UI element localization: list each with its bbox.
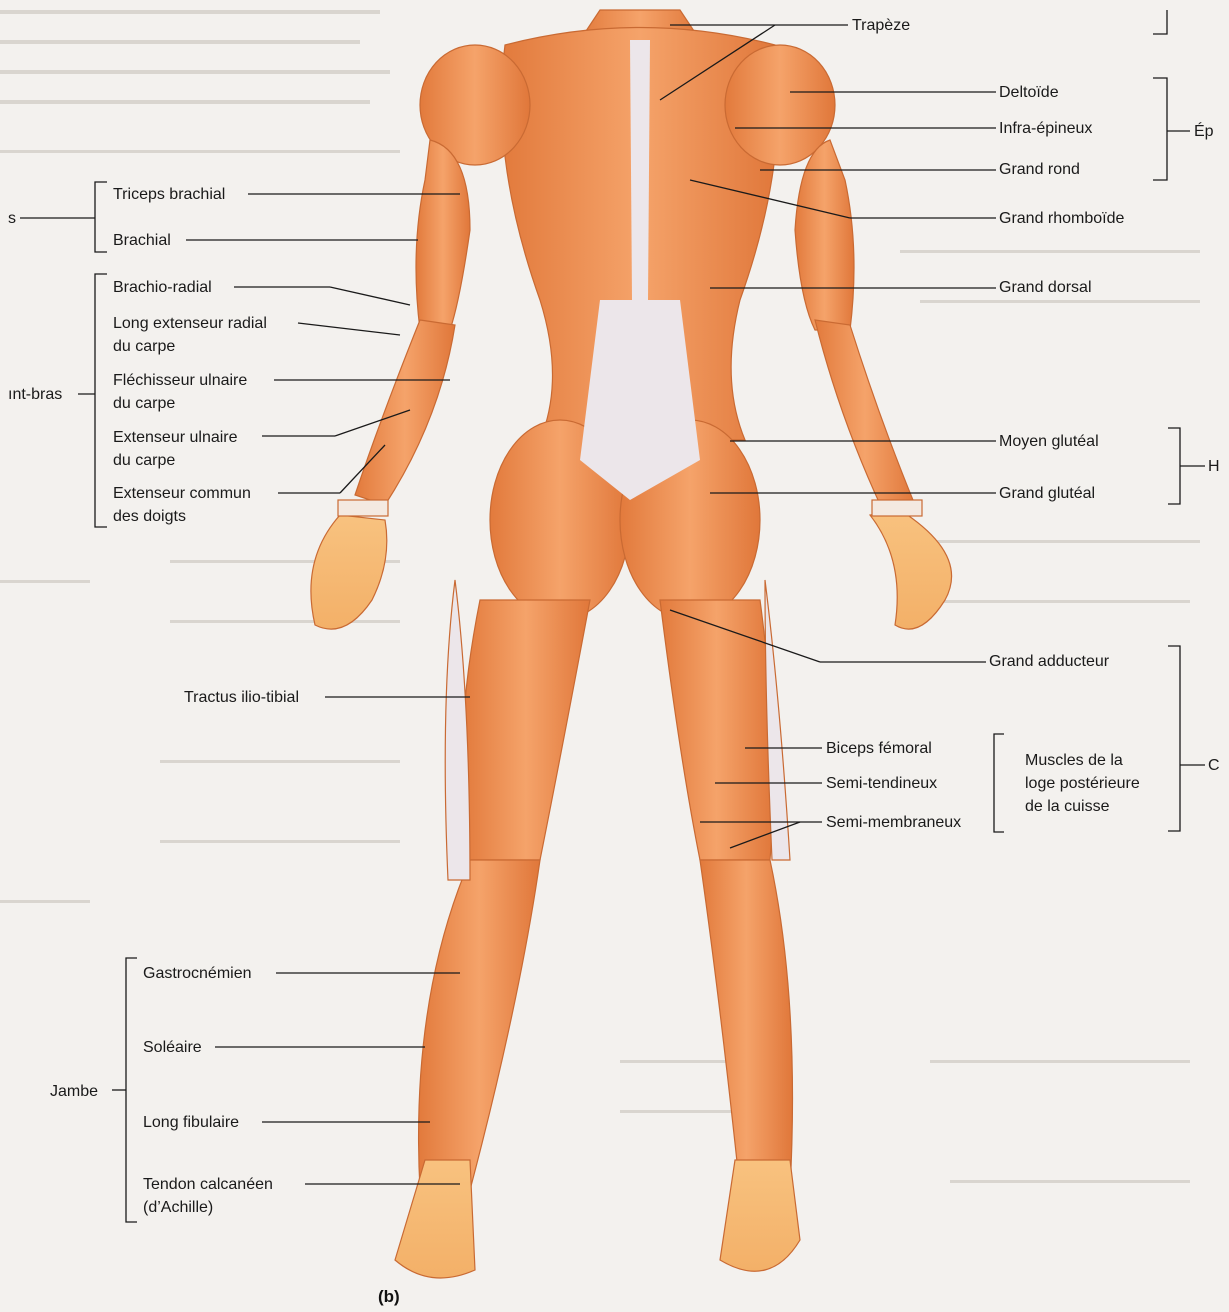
figure-tag: (b): [378, 1287, 400, 1307]
label-ext-ulnaire-2: du carpe: [113, 449, 175, 472]
group-cuisse: C: [1208, 754, 1220, 777]
label-tendon-1: Tendon calcanéen: [143, 1173, 273, 1196]
label-long-fibulaire: Long fibulaire: [143, 1111, 239, 1134]
label-loge-line2: loge postérieure: [1025, 772, 1140, 795]
group-jambe: Jambe: [50, 1080, 98, 1103]
label-trapeze: Trapèze: [852, 14, 910, 37]
label-ext-commun-1: Extenseur commun: [113, 482, 251, 505]
label-moyen-gluteal: Moyen glutéal: [999, 430, 1099, 453]
label-brachio-radial: Brachio-radial: [113, 276, 212, 299]
label-semi-membraneux: Semi-membraneux: [826, 811, 961, 834]
group-hanche: H: [1208, 455, 1220, 478]
group-avant-bras: ınt-bras: [8, 383, 62, 406]
label-flechisseur-2: du carpe: [113, 392, 175, 415]
group-bras: s: [8, 207, 16, 230]
label-tractus: Tractus ilio-tibial: [184, 686, 299, 709]
label-flechisseur-1: Fléchisseur ulnaire: [113, 369, 247, 392]
label-tendon-2: (d’Achille): [143, 1196, 213, 1219]
label-grand-dorsal: Grand dorsal: [999, 276, 1092, 299]
label-grand-rond: Grand rond: [999, 158, 1080, 181]
label-grand-gluteal: Grand glutéal: [999, 482, 1095, 505]
label-deltoide: Deltoïde: [999, 81, 1059, 104]
label-triceps-brachial: Triceps brachial: [113, 183, 225, 206]
label-loge-line3: de la cuisse: [1025, 795, 1110, 818]
label-grand-adducteur: Grand adducteur: [989, 650, 1109, 673]
label-long-extenseur-2: du carpe: [113, 335, 175, 358]
label-loge-line1: Muscles de la: [1025, 749, 1123, 772]
label-gastrocnemien: Gastrocnémien: [143, 962, 252, 985]
label-infra-epineux: Infra-épineux: [999, 117, 1092, 140]
label-biceps-femoral: Biceps fémoral: [826, 737, 932, 760]
label-brachial: Brachial: [113, 229, 171, 252]
label-semi-tendineux: Semi-tendineux: [826, 772, 937, 795]
group-epaule: Ép: [1194, 120, 1214, 143]
label-grand-rhomboide: Grand rhomboïde: [999, 207, 1124, 230]
label-ext-commun-2: des doigts: [113, 505, 186, 528]
label-soleaire: Soléaire: [143, 1036, 202, 1059]
body: [311, 10, 952, 1278]
label-ext-ulnaire-1: Extenseur ulnaire: [113, 426, 238, 449]
label-long-extenseur-1: Long extenseur radial: [113, 312, 267, 335]
